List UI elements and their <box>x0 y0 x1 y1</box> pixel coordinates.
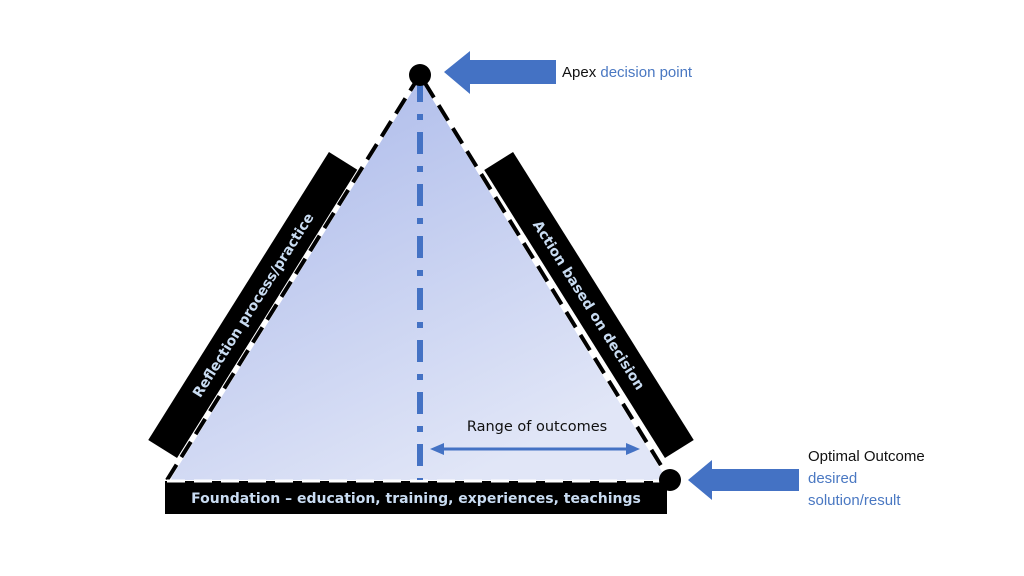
optimal-outcome-line1: desired <box>808 470 858 487</box>
left-edge-gap <box>164 73 423 482</box>
triangle-inner <box>171 79 666 478</box>
optimal-outcome-title: Optimal Outcome <box>808 448 925 465</box>
base-bar: Foundation – education, training, experi… <box>165 481 667 514</box>
range-arrow <box>430 443 640 455</box>
optimal-dot <box>659 469 681 491</box>
triangle-dashed-outline <box>165 71 672 482</box>
base-label: Foundation – education, training, experi… <box>191 491 641 507</box>
range-label: Range of outcomes <box>467 419 607 435</box>
apex-pointer-arrow <box>444 51 556 94</box>
apex-label: Apex decision point <box>562 63 692 83</box>
apex-label-highlight: decision point <box>600 64 693 81</box>
optimal-outcome-line2: solution/result <box>808 492 901 509</box>
apex-dot <box>409 64 431 86</box>
apex-label-prefix: Apex <box>562 64 597 81</box>
optimal-pointer-arrow <box>688 460 799 500</box>
